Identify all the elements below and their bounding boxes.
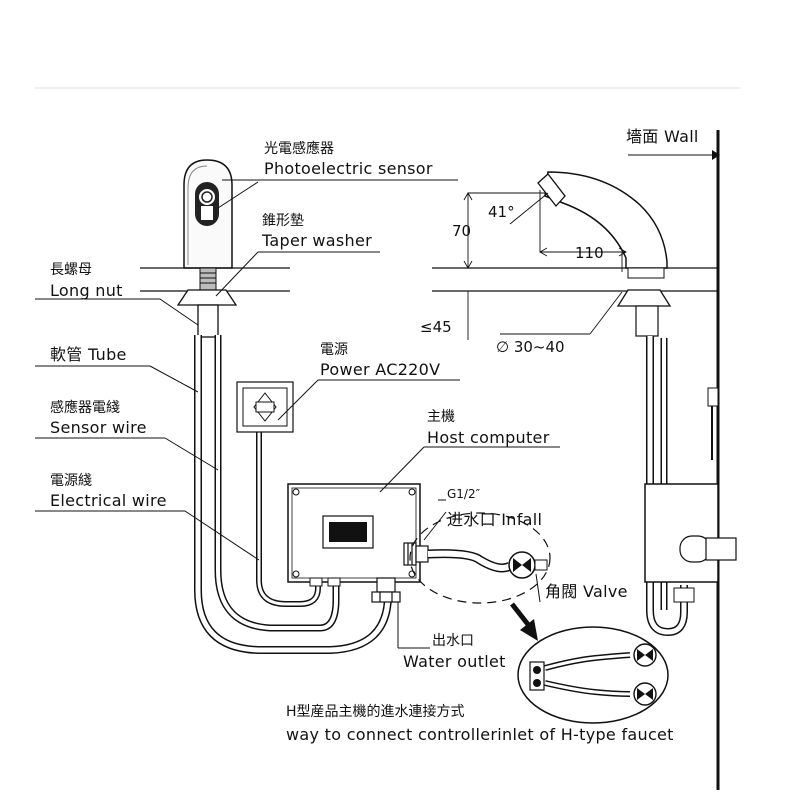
wall-arrow — [712, 150, 720, 160]
outlet-label-en: Water outlet — [403, 652, 506, 671]
electrical-wire-inner — [257, 420, 320, 606]
washer-label-en: Taper washer — [261, 231, 372, 250]
right-faucet-body — [544, 171, 668, 269]
right-countertop — [432, 267, 718, 292]
elec-wire-label-zh: 電源綫 — [50, 473, 92, 489]
angle-dimension: 41° — [488, 203, 515, 221]
thickness-dimension: ≤45 — [420, 318, 452, 336]
left-threaded-shank — [199, 267, 217, 291]
caption-zh: H型産品主機的進水連接方式 — [286, 703, 465, 720]
wall-label: 墻面 Wall — [626, 127, 699, 146]
angle-valve — [508, 551, 548, 579]
inlet-highlight-ellipse — [409, 512, 551, 604]
detail-pointer-arrow — [510, 602, 538, 641]
photoelectric-sensor-window — [195, 182, 219, 226]
hole-dimension: ∅ 30~40 — [496, 338, 565, 356]
sensor-wire-inner — [216, 335, 338, 630]
left-taper-washer — [176, 289, 238, 306]
power-socket — [236, 381, 294, 433]
power-label-zh: 電源 — [320, 342, 348, 358]
infall-label: 进水口 Infall — [447, 510, 542, 529]
sensor-wire-label-zh: 感應器電綫 — [50, 399, 120, 416]
water-outlet-fitting — [371, 577, 401, 603]
caption-en: way to connect controllerinlet of H-type… — [286, 725, 674, 744]
outlet-label-zh: 出水口 — [432, 633, 474, 649]
right-faucet-sensor-head — [537, 173, 566, 208]
washer-label-zh: 錐形墊 — [262, 213, 304, 229]
nut-label-zh: 長螺母 — [50, 262, 92, 278]
host-label-en: Host computer — [427, 428, 550, 447]
right-long-nut — [635, 305, 659, 337]
left-long-nut — [197, 304, 219, 338]
valve-label: 角閥 Valve — [545, 582, 628, 601]
inlet-hose-inner — [427, 550, 512, 571]
host-bottom-ports — [309, 577, 341, 587]
right-taper-washer — [616, 289, 672, 307]
power-label-en: Power AC220V — [320, 360, 440, 379]
right-host-box — [644, 483, 737, 603]
right-wall-socket — [707, 387, 719, 460]
height-dimension: 70 — [452, 222, 471, 240]
sensor-label-en: Photoelectric sensor — [264, 159, 433, 178]
sensor-label-zh: 光電感應器 — [264, 140, 334, 157]
h-type-detail-ellipse — [517, 626, 669, 724]
g12-label: G1/2″ — [447, 487, 481, 501]
h-type-detail-fittings — [529, 643, 657, 706]
dimension-lines — [463, 190, 627, 340]
leader-lines — [35, 179, 560, 649]
elec-wire-label-en: Electrical wire — [50, 491, 167, 510]
right-faucet-base — [627, 267, 665, 279]
host-computer-box — [287, 483, 421, 583]
nut-label-en: Long nut — [50, 281, 123, 300]
tube-inner — [195, 335, 391, 653]
host-label-zh: 主機 — [427, 409, 455, 425]
tube-label: 軟管 Tube — [50, 345, 127, 364]
reach-dimension: 110 — [575, 244, 604, 262]
inlet-fitting — [403, 542, 429, 566]
sensor-wire-label-en: Sensor wire — [50, 418, 147, 437]
